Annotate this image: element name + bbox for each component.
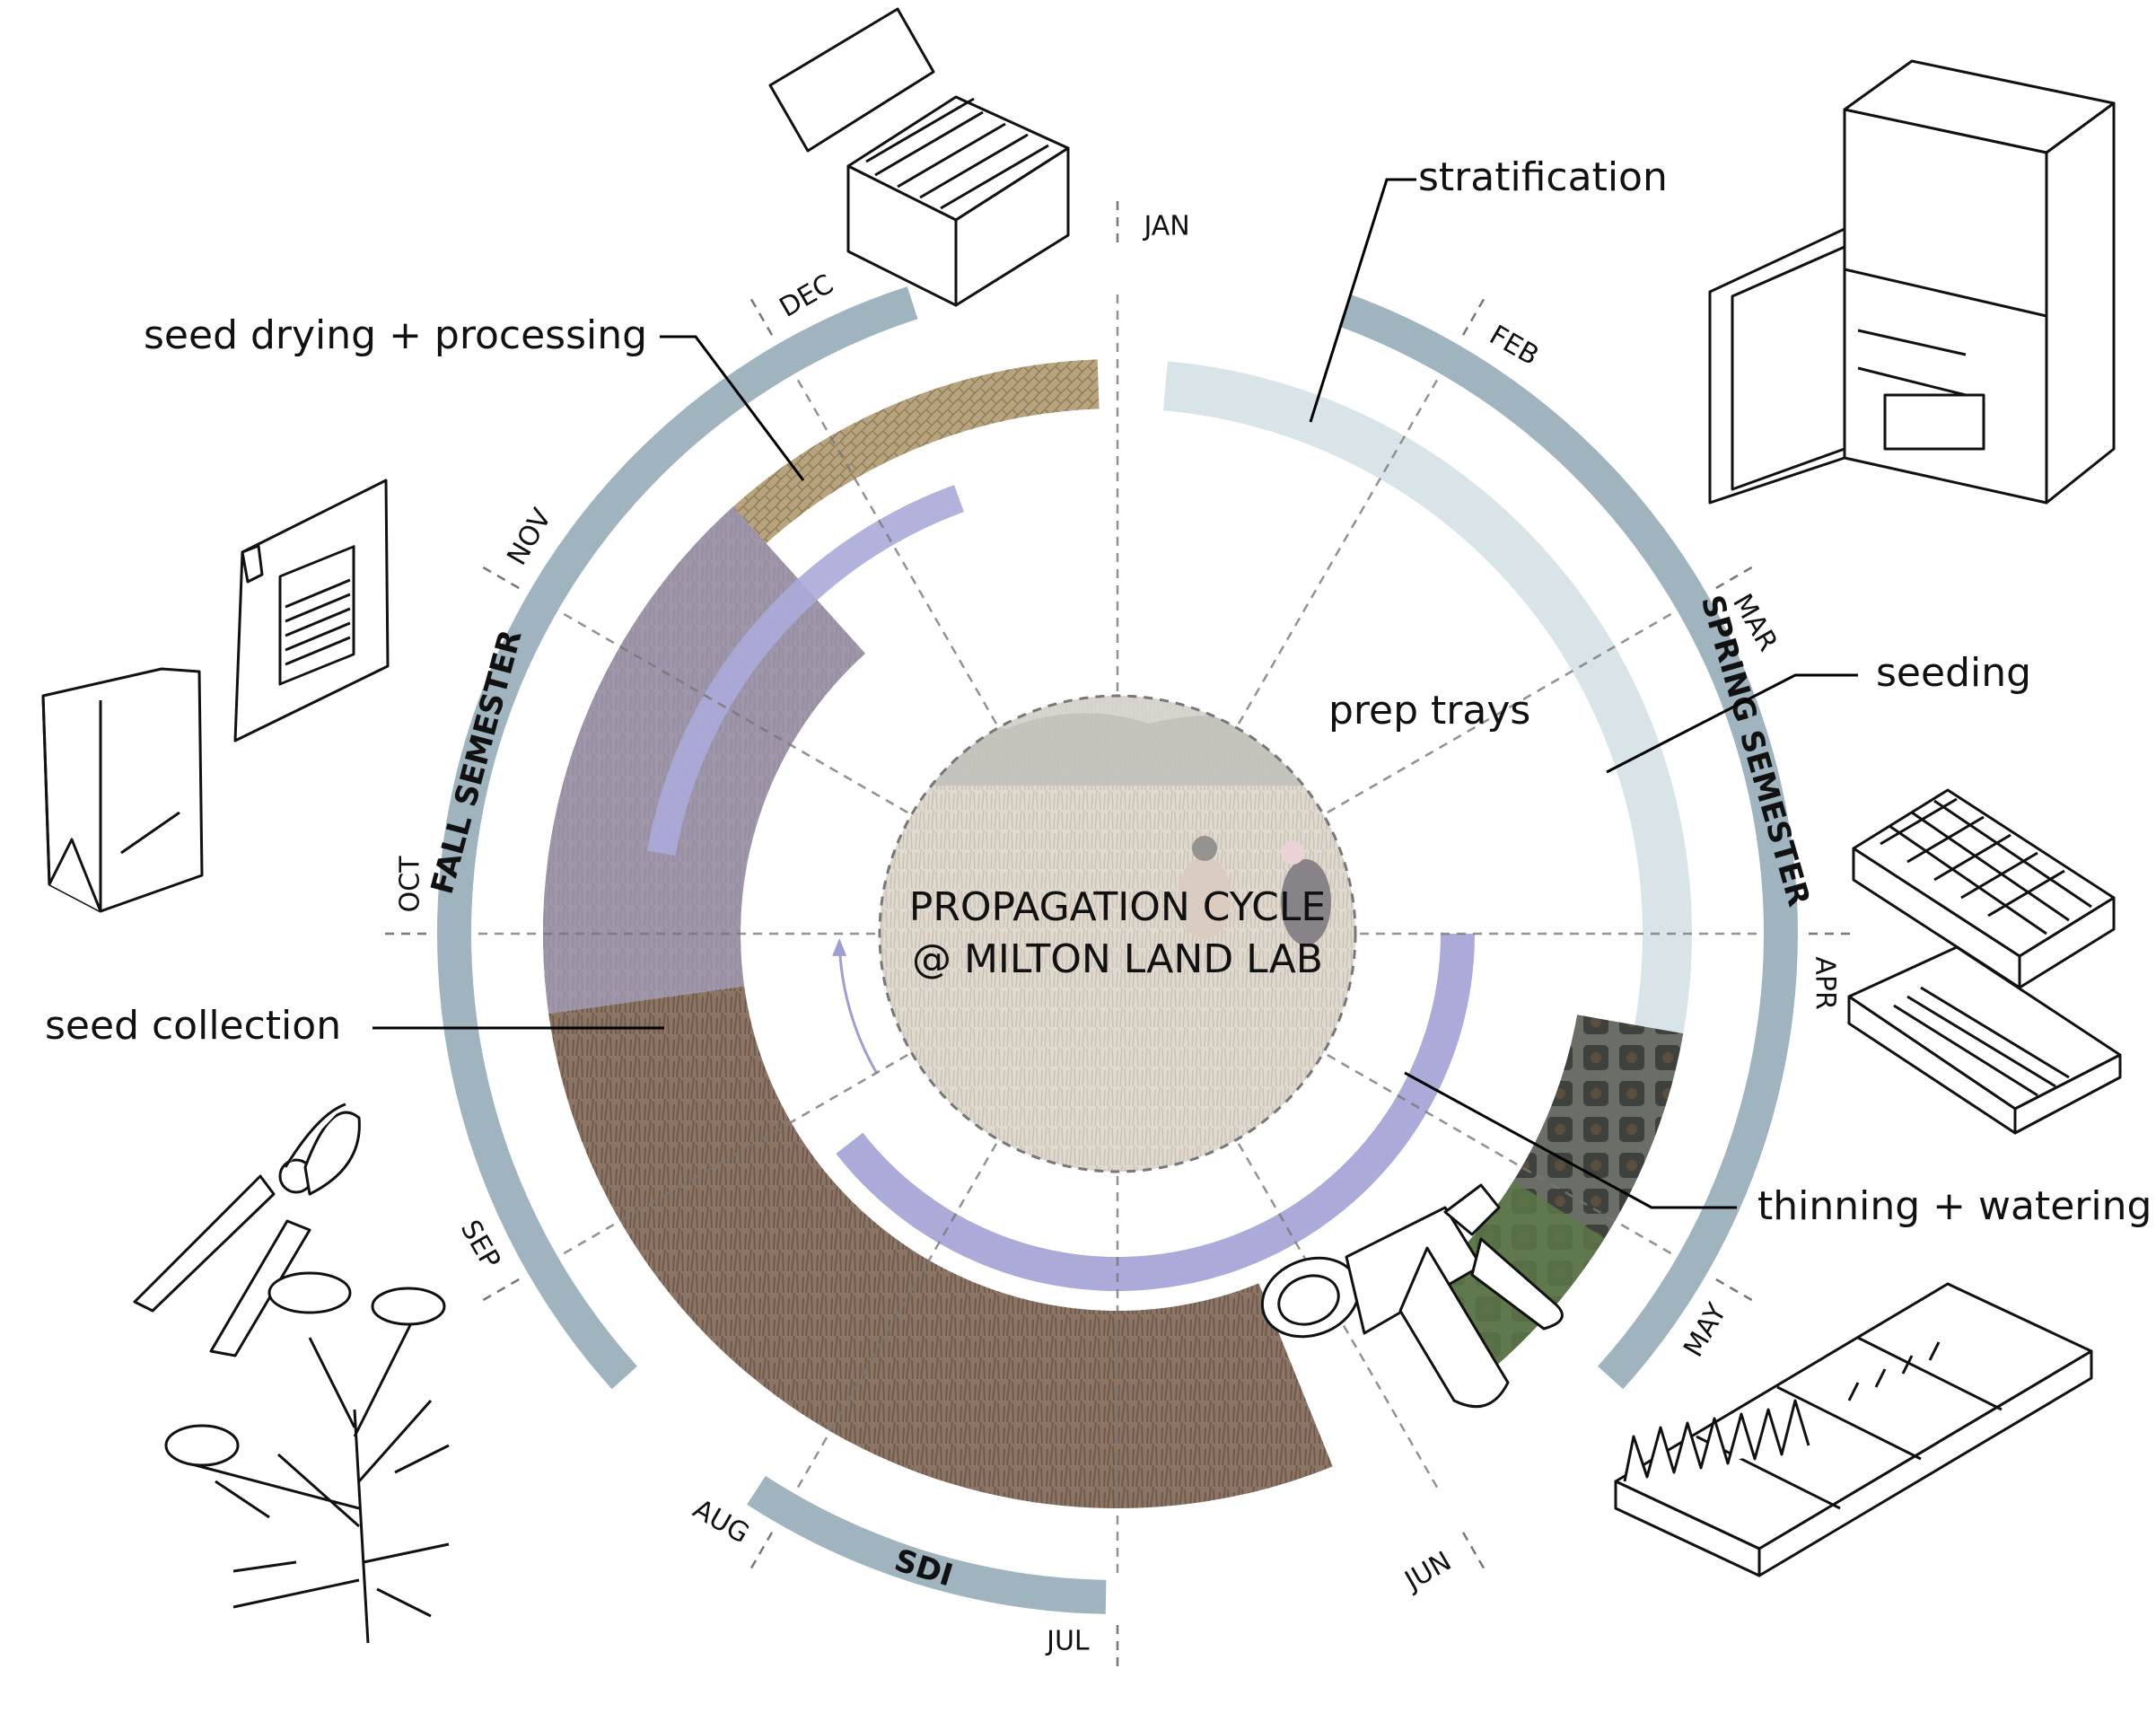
month-label-aug: AUG (688, 1493, 754, 1550)
leader-stratification (1309, 178, 1416, 423)
month-tick (1461, 1532, 1487, 1572)
flowering-plant-icon (164, 1271, 450, 1644)
month-tick (1715, 1278, 1756, 1304)
spring-semester-arc (1338, 294, 1799, 1390)
month-tick (1461, 295, 1487, 336)
month-label-dec: DEC (775, 268, 839, 324)
arrow-head-icon (832, 937, 847, 956)
morning-fog-overlay (543, 506, 865, 1015)
month-radial (1327, 1053, 1674, 1256)
month-label-jun: JUN (1398, 1546, 1457, 1598)
leader-thinning (1404, 1071, 1737, 1209)
refrigerator-icon (1708, 59, 2116, 505)
month-radial (795, 1143, 998, 1490)
month-label-sep: SEP (454, 1215, 506, 1274)
seed-drying-photo-arc (732, 359, 1100, 544)
plant-tray-icon (1847, 788, 2122, 1135)
leader-lines (372, 178, 1858, 1209)
sdi-arc (747, 1475, 1107, 1614)
label-seeding: seeding (1876, 650, 2031, 696)
leader-seeding (1606, 673, 1858, 774)
watering-arc (836, 934, 1475, 1291)
semester-label-2: SDI (890, 1542, 957, 1594)
seed-envelope-icon (233, 479, 390, 742)
month-tick (479, 564, 520, 590)
month-label-jul: JUL (1045, 1626, 1090, 1657)
pruning-shears-icon (133, 1102, 361, 1357)
month-radial (561, 1053, 908, 1256)
label-stratification: stratification (1418, 154, 1668, 200)
seed-collection-photo-arc (548, 986, 1333, 1508)
label-thinning-watering: thinning + watering (1757, 1183, 2152, 1229)
month-tick (748, 295, 774, 336)
title-line-1: PROPAGATION CYCLE (909, 884, 1326, 930)
hose-nozzle-icon (1260, 1183, 1564, 1409)
label-seed-collection: seed collection (45, 1003, 341, 1049)
cycle-direction-arrow (837, 943, 878, 1074)
label-prep-trays: prep trays (1328, 688, 1530, 734)
center-photo (878, 694, 1357, 1173)
seedling-flats-icon (1614, 1282, 2093, 1577)
month-radial (1237, 377, 1440, 725)
fall-semester-arc (436, 286, 918, 1390)
month-radial (561, 611, 908, 814)
seed-box-icon (768, 7, 1070, 307)
paper-bag-icon (41, 667, 204, 913)
month-tick (748, 1532, 774, 1572)
month-radial-lines (476, 292, 1759, 1576)
month-tick (479, 1278, 520, 1304)
leader-drying (660, 335, 805, 481)
month-label-oct: OCT (394, 856, 425, 913)
semester-label-1: FALL SEMESTER (425, 626, 530, 898)
month-label-jan: JAN (1142, 210, 1189, 242)
label-seed-drying: seed drying + processing (144, 312, 647, 358)
winter-watering-arc (647, 485, 964, 856)
month-radial (1327, 611, 1674, 814)
title-line-2: @ MILTON LAND LAB (912, 936, 1323, 982)
month-label-apr: APR (1810, 956, 1841, 1009)
month-tick (1715, 564, 1756, 590)
month-label-feb: FEB (1484, 320, 1544, 373)
month-radial (795, 377, 998, 725)
